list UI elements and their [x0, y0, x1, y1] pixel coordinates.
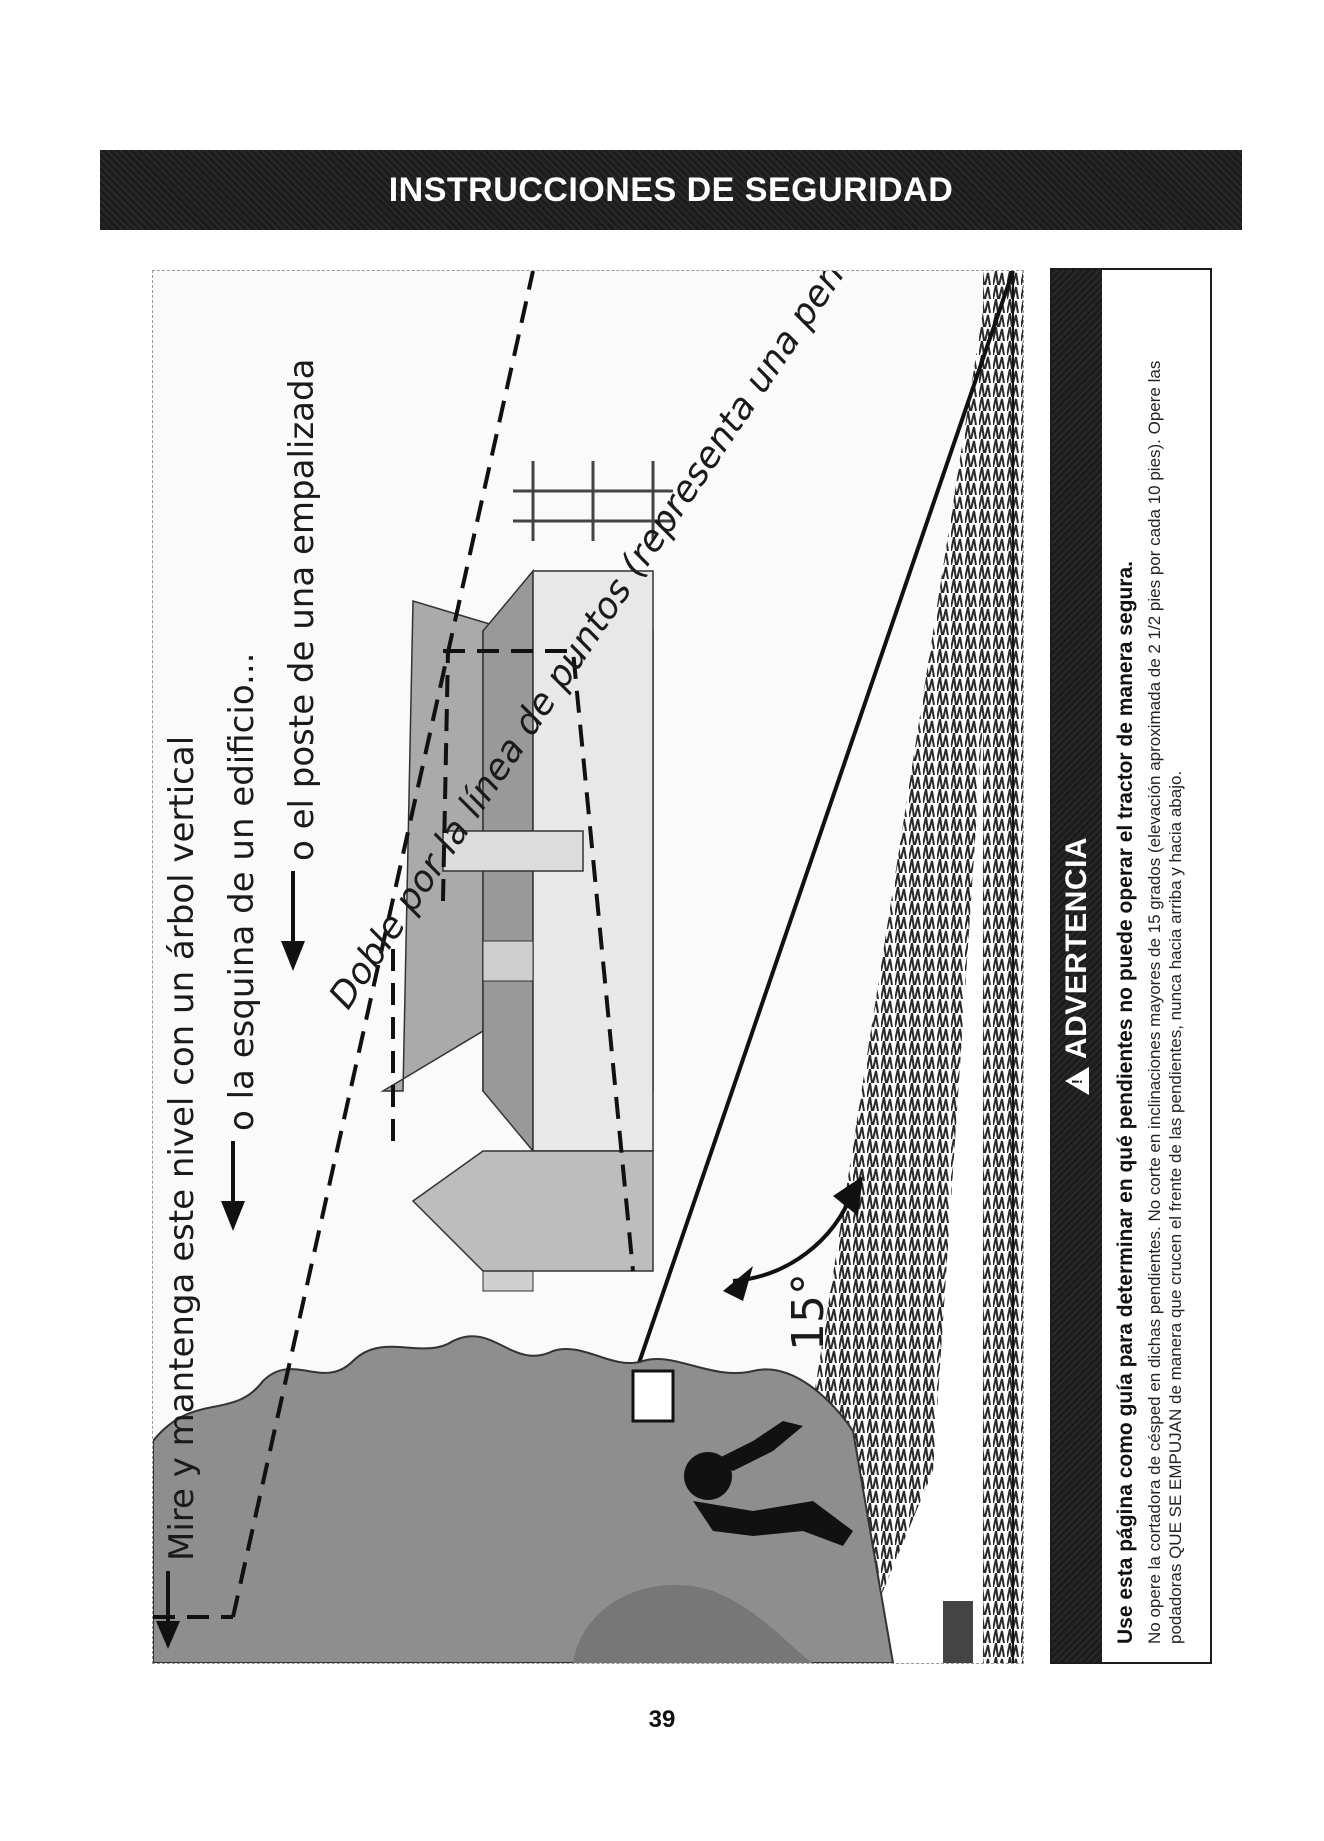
label-building: o la esquina de un edificio... [222, 653, 262, 1131]
warning-body-text: No opere la cortadora de césped en dicha… [1145, 360, 1185, 1644]
arrow-building [221, 1201, 245, 1231]
warning-header: ! ADVERTENCIA [1052, 270, 1102, 1662]
warning-panel: ! ADVERTENCIA Use esta página como guía … [1050, 268, 1212, 1664]
fence-drawing [513, 461, 673, 541]
tree-canopy [153, 1335, 895, 1663]
fold-dashed-line [231, 271, 535, 1618]
slope-guide-illustration: Mire y mantenga este nivel con un árbol … [152, 270, 1024, 1664]
arrow-fence [281, 941, 305, 971]
angle-arc [732, 1190, 855, 1283]
label-tree: Mire y mantenga este nivel con un árbol … [162, 736, 202, 1561]
angle-label: 15° [783, 1273, 834, 1351]
angle-arrow-bottom [833, 1176, 863, 1216]
arrow-tree [156, 1621, 180, 1649]
house-drawing [380, 568, 654, 1292]
warning-triangle-icon: ! [1065, 1067, 1089, 1096]
slope-guide-drawing: Mire y mantenga este nivel con un árbol … [153, 271, 1023, 1663]
dashed-line-fence-base [443, 649, 635, 1272]
dashed-line-building [391, 949, 403, 1141]
angle-arrow-top [723, 1266, 753, 1301]
tree-shadow [573, 1584, 813, 1663]
warning-bold-line: Use esta página como guía para determina… [1114, 561, 1137, 1644]
warning-content: ! ADVERTENCIA Use esta página como guía … [1052, 270, 1210, 1662]
level-tool [631, 1369, 675, 1423]
page-title: INSTRUCCIONES DE SEGURIDAD [388, 170, 954, 209]
dashed-line-fence [441, 650, 450, 902]
ground-fill [853, 271, 1023, 1663]
grass-strip [983, 271, 1023, 1663]
header-banner: INSTRUCCIONES DE SEGURIDAD [100, 150, 1242, 230]
label-fence: o el poste de una empalizada [282, 359, 322, 861]
person-silhouette [684, 1421, 853, 1546]
warning-title: ADVERTENCIA [1060, 836, 1093, 1060]
page-number: 39 [648, 1706, 676, 1733]
tree-trunk [943, 1601, 973, 1663]
